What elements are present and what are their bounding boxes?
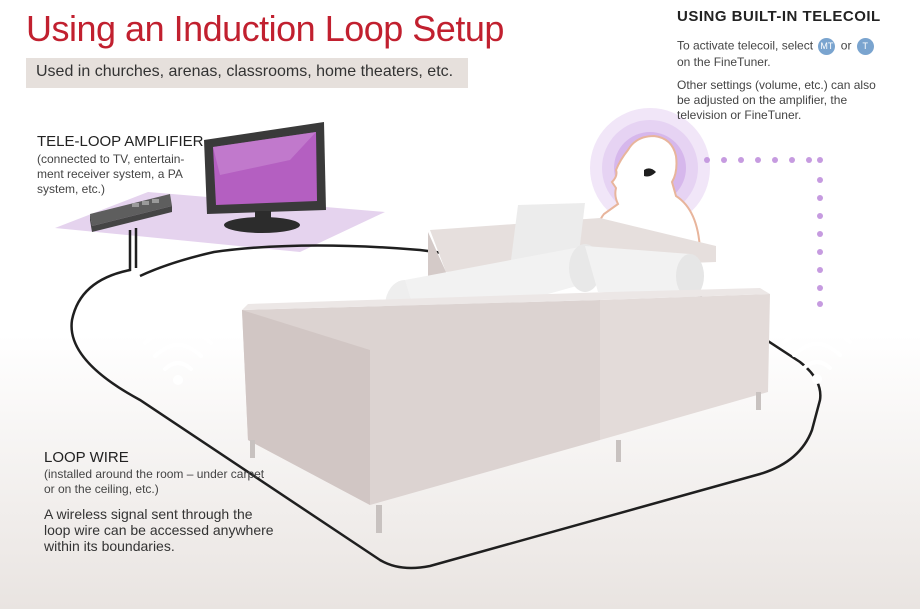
loop-wire-description: A wireless signal sent through the loop … (44, 506, 274, 554)
telecoil-dotted-line (704, 157, 823, 307)
telecoil-instructions: To activate telecoil, select MT or T on … (677, 38, 912, 70)
sofa (242, 203, 770, 533)
page-title: Using an Induction Loop Setup (26, 8, 504, 50)
telecoil-heading: USING BUILT-IN TELECOIL (677, 8, 881, 25)
subtitle: Used in churches, arenas, classrooms, ho… (36, 63, 453, 81)
telecoil-or-text: or (841, 39, 852, 53)
amplifier-detail: (connected to TV, entertain-ment receive… (37, 152, 197, 197)
wireless-signal-icon-right (784, 327, 850, 383)
t-badge-icon: T (857, 38, 874, 55)
mt-badge-icon: MT (818, 38, 835, 55)
telecoil-activate-text: To activate telecoil, select (677, 39, 813, 53)
loop-wire-detail: (installed around the room – under carpe… (44, 467, 274, 497)
loop-wire-heading: LOOP WIRE (44, 449, 129, 466)
amplifier-heading: TELE-LOOP AMPLIFIER (37, 133, 203, 150)
telecoil-finetuner-text: on the FineTuner. (677, 55, 771, 69)
wireless-signal-icon-left (145, 328, 211, 384)
telecoil-other-settings: Other settings (volume, etc.) can also b… (677, 78, 877, 123)
